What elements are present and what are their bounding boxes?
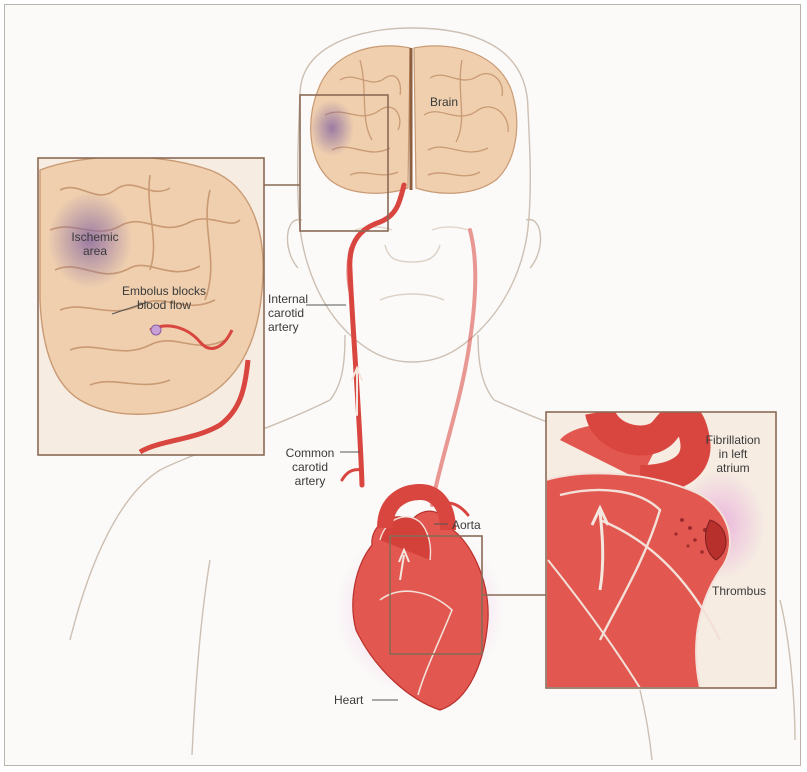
common-carotid-label: Common carotid artery [278, 446, 342, 488]
brain [310, 46, 517, 193]
brain-label: Brain [430, 95, 458, 109]
fibrillation-label: Fibrillation in left atrium [696, 433, 770, 475]
internal-carotid-label: Internal carotid artery [268, 292, 308, 334]
ischemic-area-label: Ischemic area [62, 230, 128, 258]
aorta-label: Aorta [452, 518, 481, 532]
embolus-label: Embolus blocks blood flow [112, 284, 216, 312]
heart-label: Heart [334, 693, 363, 707]
thrombus-label: Thrombus [712, 584, 766, 598]
